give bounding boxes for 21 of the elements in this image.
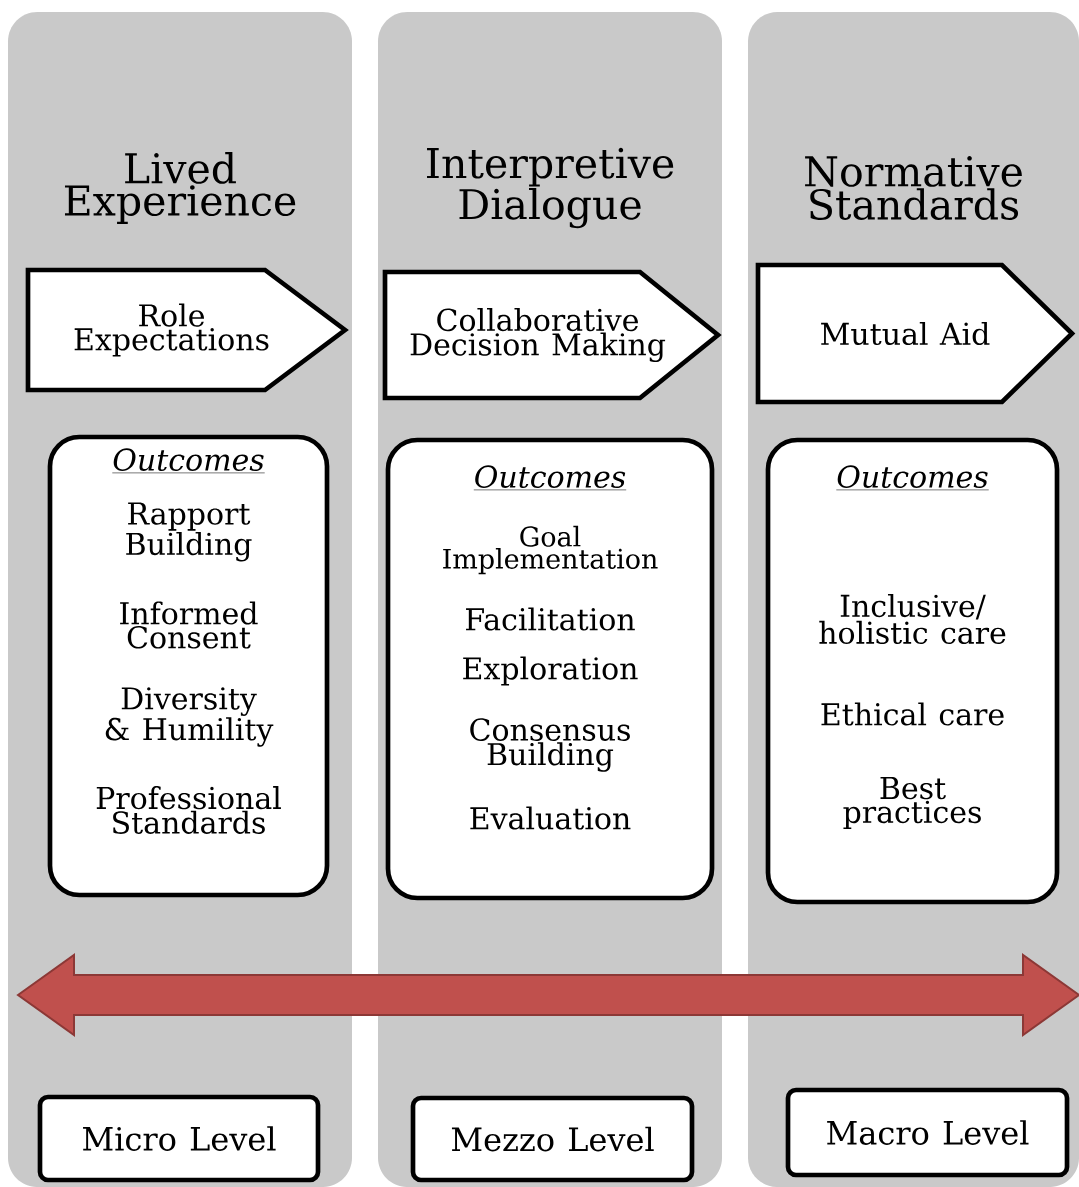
outcome-item: Ethical care xyxy=(821,702,1004,726)
level-box: Macro Level xyxy=(785,1087,1070,1178)
outcomes-heading: Outcomes xyxy=(836,465,989,491)
outcome-item: Diversity & Humility xyxy=(105,687,274,747)
outcome-item: Exploration xyxy=(463,656,638,686)
level-box: Mezzo Level xyxy=(410,1095,695,1183)
outcomes-box xyxy=(765,437,1060,905)
outcomes-box xyxy=(385,437,715,901)
outcome-item: Informed Consent xyxy=(120,601,258,649)
outcomes-box xyxy=(47,434,330,898)
outcome-item: Evaluation xyxy=(470,806,631,830)
outcome-item: Best practices xyxy=(843,777,981,829)
outcome-item: Professional Standards xyxy=(96,786,281,834)
level-box: Micro Level xyxy=(37,1094,321,1183)
outcome-item: Inclusive/ holistic care xyxy=(819,593,1006,645)
outcomes-heading: Outcomes xyxy=(473,465,627,491)
outcome-item: Facilitation xyxy=(466,607,635,631)
outcome-item: Goal Implementation xyxy=(443,525,658,575)
outcomes-heading: Outcomes xyxy=(112,448,265,474)
outcome-item: Consensus Building xyxy=(470,718,630,772)
outcome-item: Rapport Building xyxy=(126,502,252,562)
